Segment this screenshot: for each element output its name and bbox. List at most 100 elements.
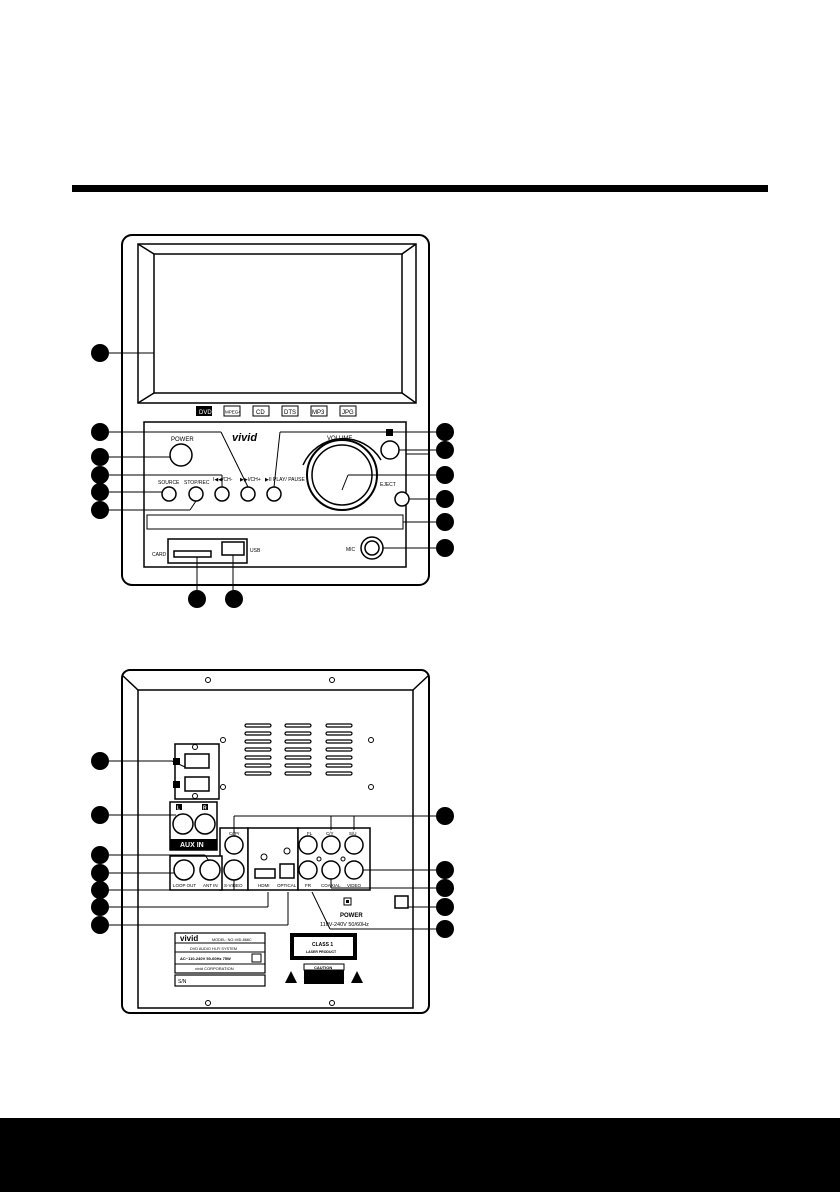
callout-marker <box>436 920 454 938</box>
ant-in-jack[interactable] <box>199 859 221 881</box>
callout-marker <box>188 590 206 608</box>
format-logo-dts-text: DTS <box>284 410 296 416</box>
callout-marker <box>91 501 109 519</box>
next-label: ▶▶I/CH+ <box>240 477 261 483</box>
warning-triangle-icon <box>285 971 297 983</box>
callout-marker <box>91 423 109 441</box>
callout-marker <box>436 879 454 897</box>
eject-button[interactable] <box>394 491 410 507</box>
eject-label: EJECT <box>380 482 396 488</box>
power-label: POWER <box>171 437 194 443</box>
fl-jack[interactable] <box>298 835 318 855</box>
aux-r-label: R <box>203 806 207 812</box>
callout-marker <box>91 864 109 882</box>
stop-rec-button[interactable] <box>188 486 204 502</box>
front-panel: DVD MPEG4 CD DTS MP3 JPG vivid POWER SOU… <box>91 234 454 608</box>
mic-label: MIC <box>346 547 356 553</box>
ant-in-label: ANT IN <box>203 883 218 888</box>
standby-indicator <box>380 440 400 460</box>
fr-jack[interactable] <box>298 860 318 880</box>
rating-plate-model: MODEL: NO.:MD-868C <box>212 938 252 942</box>
callout-marker <box>436 490 454 508</box>
callout-marker <box>225 590 243 608</box>
rating-plate-brand: vivid <box>180 934 198 943</box>
format-logo-cd <box>252 405 270 417</box>
usb-label: USB <box>250 548 261 554</box>
format-logo-mp3 <box>310 405 328 417</box>
loop-out-label: LOOP OUT <box>173 883 196 888</box>
disc-slot <box>146 514 404 530</box>
callout-marker <box>436 441 454 459</box>
power-button[interactable] <box>169 443 193 467</box>
fr-label: FR <box>305 883 312 888</box>
format-logo-jpg-text: JPG <box>342 410 354 416</box>
source-button[interactable] <box>161 486 177 502</box>
format-logo-dts <box>281 405 299 417</box>
format-logo-jpg <box>339 405 357 417</box>
format-logo-cd-text: CD <box>256 410 265 416</box>
play-pause-label: ▶II PLAY/ PAUSE <box>265 477 305 483</box>
rear-panel: L R AUX IN Cr/Pr LOOP OUT ANT IN S-VIDEO… <box>91 669 454 1014</box>
front-brand-logo: vivid <box>232 432 257 444</box>
callout-marker <box>91 483 109 501</box>
s-video-jack[interactable] <box>223 859 245 881</box>
video-jack[interactable] <box>344 860 364 880</box>
power-inlet[interactable] <box>394 895 409 909</box>
source-label: SOURCE <box>158 480 180 486</box>
play-pause-button[interactable] <box>266 486 282 502</box>
sl-u-jack[interactable] <box>344 835 364 855</box>
coaxial-jack[interactable] <box>321 860 341 880</box>
serial-number-label: S/N <box>178 979 187 985</box>
format-logo-dvd <box>196 406 212 416</box>
shock-triangle-icon <box>351 971 363 983</box>
c-y-jack[interactable] <box>321 835 341 855</box>
callout-marker <box>91 448 109 466</box>
optical-port[interactable] <box>279 863 295 879</box>
aux-in-label: AUX IN <box>180 842 204 849</box>
callout-marker <box>436 423 454 441</box>
laser-label-product: LASER PRODUCT <box>306 950 337 954</box>
callout-marker <box>436 861 454 879</box>
callout-marker <box>91 916 109 934</box>
stop-rec-label: STOP/REC <box>184 480 210 486</box>
hdmi-port[interactable] <box>254 868 276 879</box>
ventilation-grille <box>244 723 353 776</box>
callout-marker <box>436 539 454 557</box>
callout-marker <box>91 466 109 484</box>
card-slot[interactable] <box>173 550 212 558</box>
power-rating-text: 110V-240V 50/60Hz <box>320 922 369 928</box>
callout-marker <box>91 881 109 899</box>
callout-marker <box>436 898 454 916</box>
prev-button[interactable] <box>214 486 230 502</box>
aux-in-l-jack[interactable] <box>172 813 194 835</box>
format-logo-mpeg4 <box>223 405 241 417</box>
aux-l-label: L <box>177 806 180 812</box>
callout-marker <box>91 806 109 824</box>
prev-label: I◀◀/CH- <box>213 477 233 483</box>
loop-out-jack[interactable] <box>173 859 195 881</box>
callout-marker <box>91 846 109 864</box>
page-header-rule <box>72 185 768 192</box>
card-label: CARD <box>152 552 167 558</box>
callout-marker <box>436 807 454 825</box>
usb-port[interactable] <box>221 541 245 556</box>
caution-label: CAUTION <box>314 965 332 970</box>
rating-plate <box>174 932 266 974</box>
speaker-terminal-r[interactable] <box>184 776 210 792</box>
rating-plate-power: AC~110-240V 50-60Hz 75W <box>180 956 231 961</box>
sl-u-label: S/U <box>349 831 357 836</box>
video-label: VIDEO <box>347 883 362 888</box>
rear-power-label: POWER <box>340 913 363 919</box>
page-footer-band <box>0 1118 840 1192</box>
fl-label: FL <box>307 831 313 836</box>
next-button[interactable] <box>240 486 256 502</box>
format-logo-mp3-text: MP3 <box>312 410 325 416</box>
aux-in-r-jack[interactable] <box>194 813 216 835</box>
callout-marker <box>91 344 109 362</box>
cr-pr-jack[interactable] <box>224 835 244 855</box>
laser-label-class: CLASS 1 <box>312 942 333 948</box>
speaker-terminal-l[interactable] <box>184 753 210 769</box>
format-logo-mpeg4-text: MPEG4 <box>225 410 241 415</box>
c-y-label: C/Y <box>326 831 334 836</box>
